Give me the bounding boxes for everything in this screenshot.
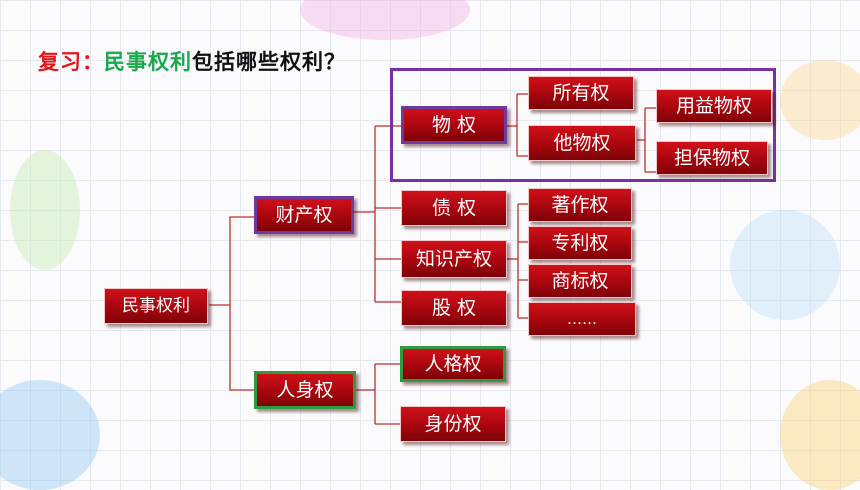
- node-property-right: 财产权: [254, 196, 354, 234]
- page-title: 复习：民事权利包括哪些权利？: [38, 46, 346, 76]
- title-suffix: 包括哪些权利？: [192, 50, 346, 74]
- node-patent: 专利权: [528, 226, 632, 260]
- decor-splash-yellow-bottom: [780, 380, 860, 490]
- decor-splash-blue-bottom: [0, 380, 100, 490]
- node-identity-right: 身份权: [400, 406, 506, 442]
- node-security-right: 担保物权: [656, 141, 768, 175]
- node-civil-rights: 民事权利: [104, 288, 208, 324]
- decor-splash-yellow: [780, 60, 860, 140]
- node-trademark: 商标权: [528, 264, 632, 298]
- real-right-group-frame: [390, 68, 776, 182]
- node-personality-right: 人格权: [400, 346, 506, 382]
- node-other-real-right: 他物权: [528, 125, 636, 161]
- node-intellectual-property: 知识产权: [401, 240, 507, 278]
- node-ellipsis: ……: [528, 302, 636, 336]
- title-highlight: 民事权利: [104, 50, 192, 74]
- node-real-right: 物 权: [401, 106, 507, 144]
- decor-splash-blue-right: [730, 210, 840, 320]
- node-usufruct: 用益物权: [656, 89, 772, 123]
- node-personal-right: 人身权: [254, 371, 356, 409]
- node-creditor-right: 债 权: [401, 190, 507, 226]
- decor-splash-green: [10, 150, 80, 270]
- node-ownership: 所有权: [528, 76, 634, 110]
- node-copyright: 著作权: [528, 188, 632, 222]
- title-prefix: 复习：: [38, 50, 104, 74]
- node-equity-right: 股 权: [401, 290, 507, 326]
